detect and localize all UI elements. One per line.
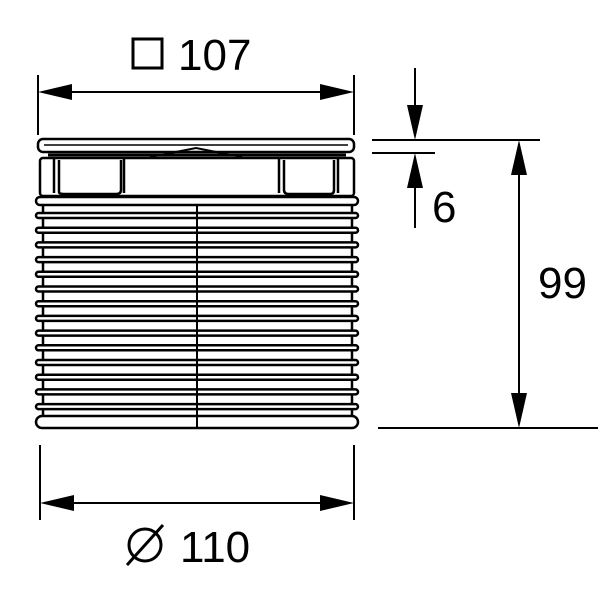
square-symbol-icon: [131, 37, 164, 70]
arrow-down-icon: [407, 105, 423, 140]
arrowheads: [511, 140, 527, 428]
arrowheads: [40, 495, 354, 511]
drain-part-body: [34, 137, 360, 430]
arrowheads: [38, 84, 354, 100]
gap-dimension: 6: [372, 68, 540, 232]
bottom-dimension: 110: [39, 445, 355, 572]
height-dimension: 99: [378, 140, 598, 429]
height-dimension-value: 99: [538, 259, 587, 308]
arrow-up-icon: [407, 153, 423, 188]
bottom-dimension-value: 110: [180, 523, 250, 572]
top-dimension-value: 107: [178, 31, 251, 80]
top-dimension: 107: [37, 31, 355, 135]
gap-dimension-value: 6: [432, 183, 456, 232]
top-band: [34, 195, 360, 207]
frame: [38, 156, 356, 198]
grate-cover: [36, 137, 356, 154]
diameter-symbol-icon: [125, 523, 165, 567]
